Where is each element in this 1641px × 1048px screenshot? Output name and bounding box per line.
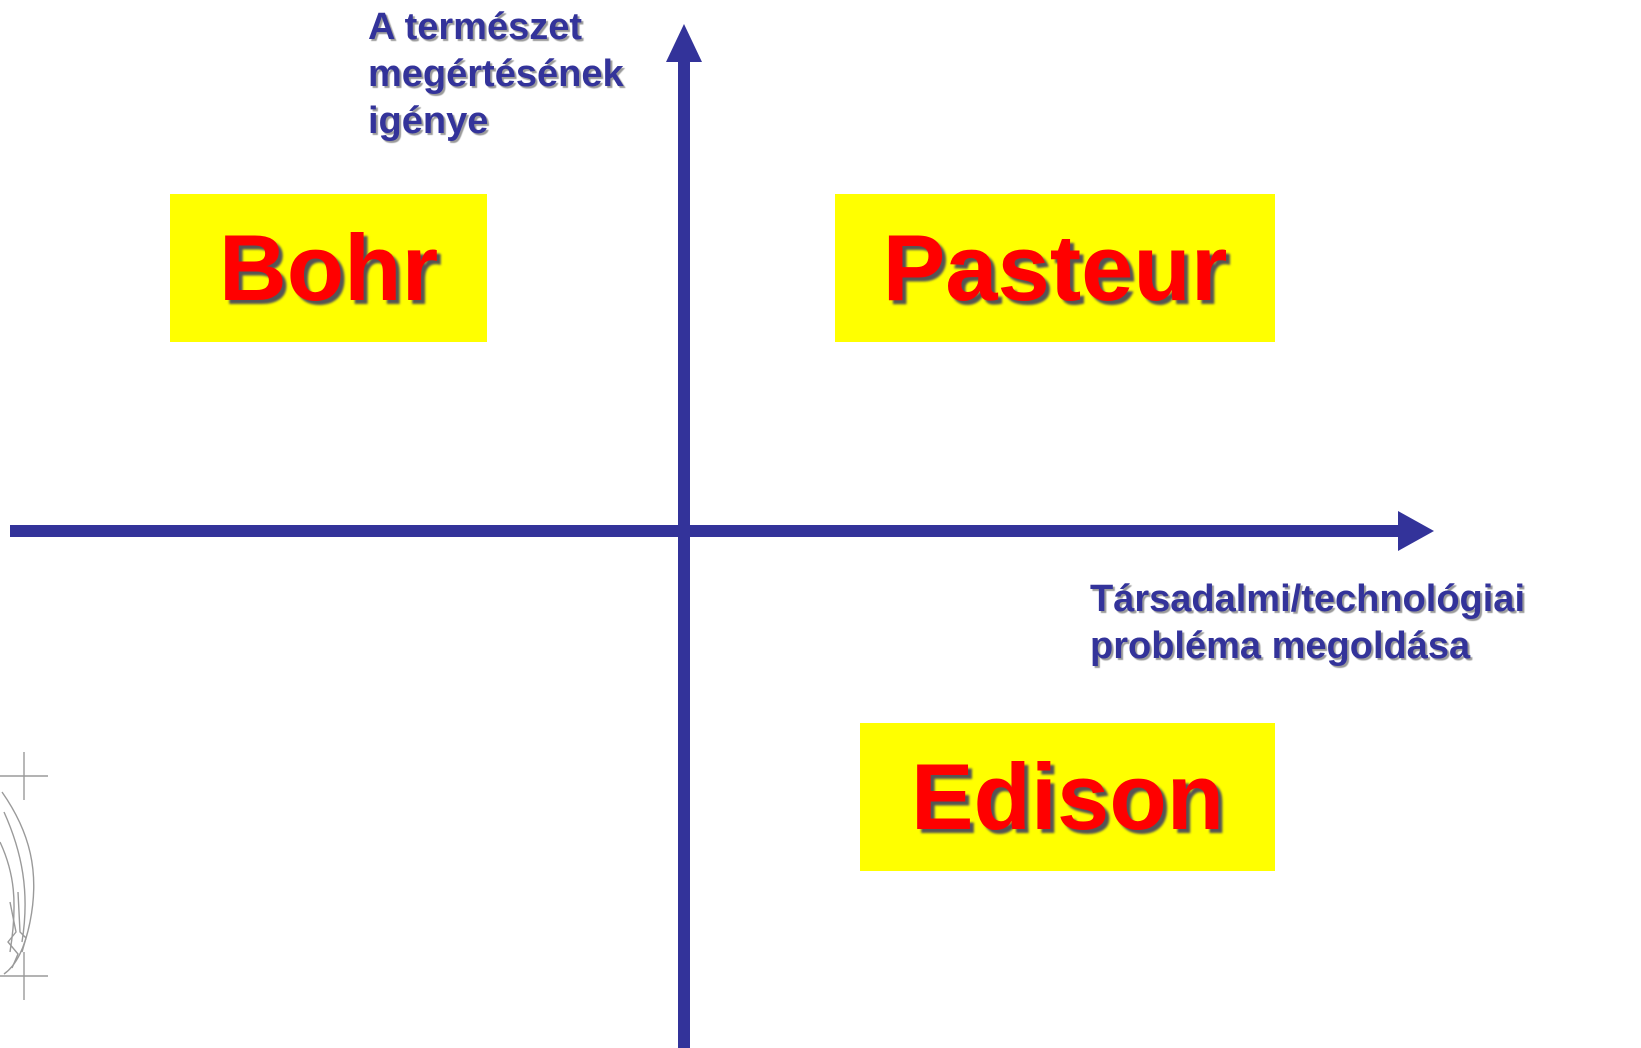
quadrant-box-pasteur: Pasteur <box>835 194 1275 342</box>
y-axis-label-line-2: megértésének <box>368 53 624 95</box>
quadrant-label-edison: Edison <box>910 744 1225 849</box>
decorative-sketch-icon <box>0 752 48 1000</box>
quadrant-label-bohr: Bohr <box>218 215 439 320</box>
x-axis-label-line-1: Társadalmi/technológiai <box>1090 578 1525 620</box>
y-axis-arrowhead <box>666 24 702 62</box>
y-axis-label-line-3: igénye <box>368 100 489 142</box>
x-axis-label-line-2: probléma megoldása <box>1090 625 1471 667</box>
x-axis-label: Társadalmi/technológiai probléma megoldá… <box>1090 576 1525 670</box>
y-axis-label-line-1: A természet <box>368 6 583 48</box>
quadrant-box-bohr: Bohr <box>170 194 487 342</box>
y-axis-label: A természet megértésének igénye <box>368 4 624 145</box>
x-axis-arrowhead <box>1398 511 1434 551</box>
quadrant-label-pasteur: Pasteur <box>882 215 1228 320</box>
quadrant-box-edison: Edison <box>860 723 1275 871</box>
